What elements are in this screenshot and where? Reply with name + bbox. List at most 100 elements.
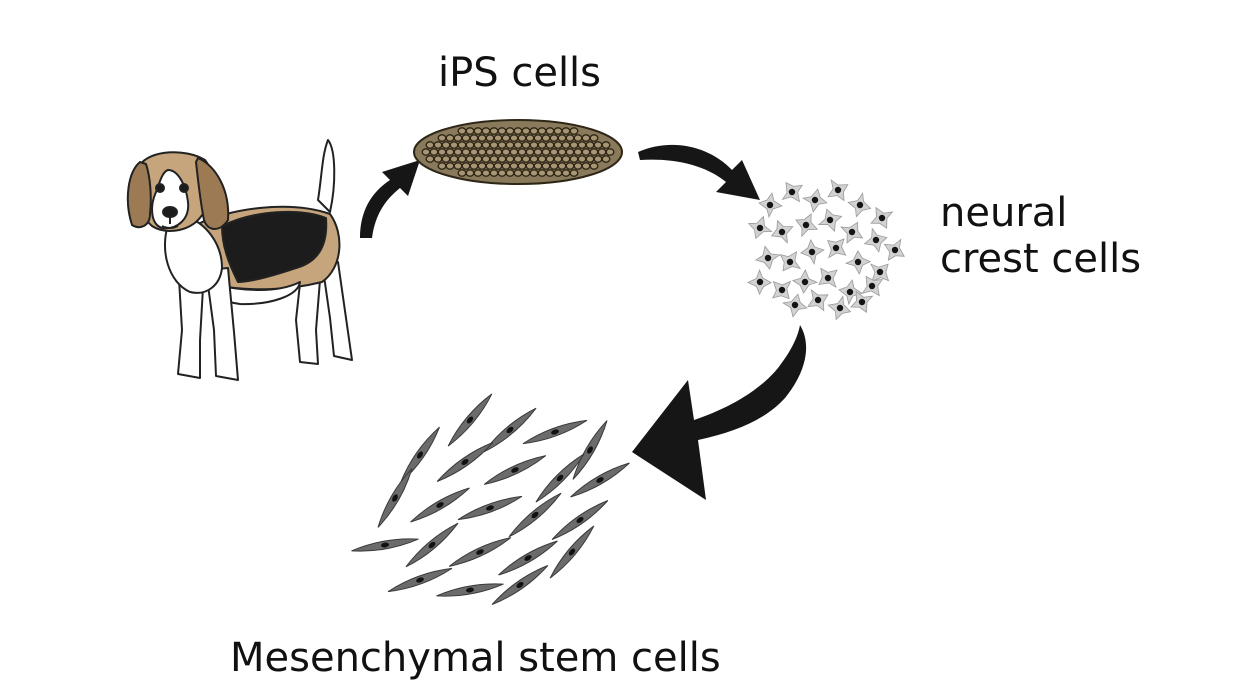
beagle-dog-icon: [126, 139, 353, 381]
neural-crest-cell: [807, 288, 829, 312]
ips-cell: [509, 134, 519, 142]
neural-crest-cell: [770, 219, 794, 244]
arrow-ncc-to-msc-icon: [632, 325, 807, 500]
ips-cell: [445, 134, 455, 142]
ips-cell: [449, 155, 459, 163]
mesenchymal-cells-icon: [351, 393, 630, 605]
ips-cell: [509, 148, 519, 156]
mesenchymal-cell: [551, 500, 609, 540]
ips-cell: [493, 134, 503, 142]
ips-cell: [525, 162, 535, 170]
ips-cell: [601, 155, 611, 163]
ips-cell: [465, 141, 475, 149]
ips-cell: [453, 162, 463, 170]
neural-crest-cell: [883, 238, 905, 261]
ips-cell: [513, 155, 523, 163]
ips-cell: [493, 162, 503, 170]
ips-cell: [593, 141, 603, 149]
ips-cell: [489, 155, 499, 163]
ips-cell: [497, 141, 507, 149]
mesenchymal-cell: [351, 538, 419, 552]
ips-cell: [589, 134, 599, 142]
neural-crest-cell: [782, 293, 808, 318]
ips-cell: [441, 155, 451, 163]
ips-cell: [437, 134, 447, 142]
ips-cell: [585, 155, 595, 163]
ips-cell: [513, 141, 523, 149]
neural-crest-cell: [850, 290, 874, 313]
neural-crest-cells-icon: [747, 179, 905, 321]
ips-cell: [493, 148, 503, 156]
ips-cell: [577, 141, 587, 149]
ips-cell: [453, 134, 463, 142]
ips-cell: [433, 155, 443, 163]
ips-cell: [593, 155, 603, 163]
mesenchymal-cell: [570, 462, 630, 498]
ips-cell: [561, 127, 571, 135]
mesenchymal-cell: [448, 537, 512, 567]
ips-cell: [525, 148, 535, 156]
ips-cell: [465, 127, 475, 135]
ips-cell: [485, 134, 495, 142]
ips-cell: [513, 127, 523, 135]
ips-cell: [449, 141, 459, 149]
arrow-ips-to-ncc-icon: [638, 144, 760, 200]
mesenchymal-stem-cells-label: Mesenchymal stem cells: [230, 635, 721, 681]
ips-cell: [517, 148, 527, 156]
ips-cell: [545, 155, 555, 163]
ips-cell: [573, 148, 583, 156]
ips-cell: [545, 141, 555, 149]
ips-cell: [525, 134, 535, 142]
ips-cell: [501, 148, 511, 156]
ips-cell: [421, 148, 431, 156]
neural-crest-cell: [747, 215, 773, 240]
neural-crest-cell: [772, 280, 792, 300]
ips-cell: [605, 148, 615, 156]
neural-crest-cell: [747, 268, 772, 296]
ips-cell: [581, 148, 591, 156]
neural-crest-cell: [781, 181, 803, 203]
ips-cell: [517, 162, 527, 170]
ips-cell: [521, 169, 531, 177]
ips-cell: [561, 141, 571, 149]
mesenchymal-cell: [377, 468, 413, 528]
ips-cell: [553, 141, 563, 149]
ips-cell: [601, 141, 611, 149]
neural-crest-cell: [818, 267, 838, 288]
ips-cell: [425, 155, 435, 163]
ips-cell: [549, 162, 559, 170]
ips-cell: [533, 162, 543, 170]
ips-cell: [569, 141, 579, 149]
ips-cell: [541, 148, 551, 156]
ips-cell: [541, 162, 551, 170]
ips-cell: [473, 169, 483, 177]
ips-cell: [561, 169, 571, 177]
ips-cell: [569, 127, 579, 135]
ips-cell: [473, 127, 483, 135]
neural-crest-cell: [795, 213, 819, 238]
ips-cell: [573, 134, 583, 142]
ips-cell: [485, 148, 495, 156]
ips-cell: [581, 134, 591, 142]
neural-crest-cell: [800, 238, 825, 265]
mesenchymal-cell: [483, 407, 537, 453]
ips-cell: [565, 162, 575, 170]
mesenchymal-cell: [483, 455, 547, 485]
ips-cell: [509, 162, 519, 170]
ips-cell: [505, 127, 515, 135]
mesenchymal-cell: [436, 583, 504, 597]
neural-crest-cell: [827, 179, 849, 202]
mesenchymal-cell: [491, 565, 549, 605]
ips-cell: [457, 169, 467, 177]
ips-cell: [545, 127, 555, 135]
neural-crest-cell: [844, 249, 872, 275]
ips-cell: [461, 162, 471, 170]
ips-cell: [557, 148, 567, 156]
ips-cell: [489, 169, 499, 177]
ips-cell: [489, 127, 499, 135]
ips-cell: [533, 148, 543, 156]
ips-cell: [429, 148, 439, 156]
ips-cell: [529, 169, 539, 177]
ips-cell: [481, 127, 491, 135]
